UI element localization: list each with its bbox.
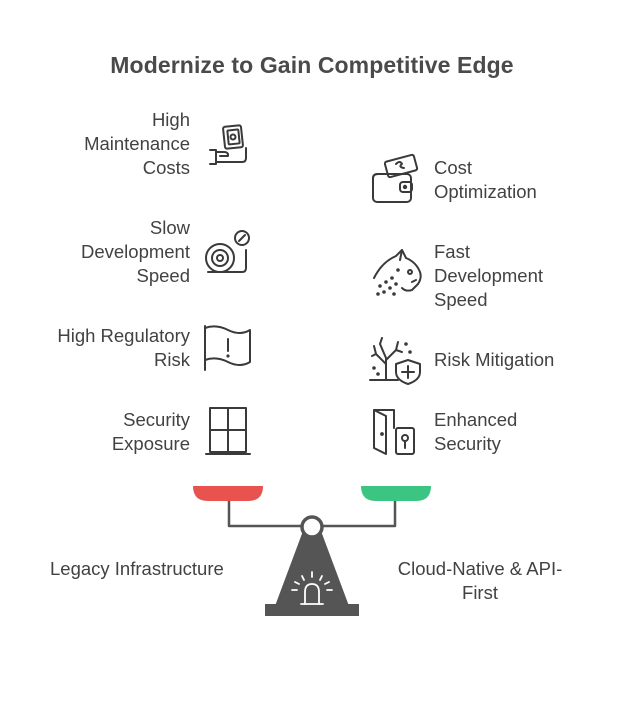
right-item-label-4: Enhanced Security <box>434 409 518 454</box>
right-pan <box>361 486 431 501</box>
pivot-circle <box>300 515 324 539</box>
right-item-label-1: Cost Optimization <box>434 157 537 202</box>
tree-shield-icon <box>368 334 422 386</box>
cloud-native-label: Cloud-Native & API- First <box>397 558 563 603</box>
snail-icon <box>202 226 254 278</box>
page-title: Modernize to Gain Competitive Edge <box>110 52 514 78</box>
hand-holding-money-icon <box>204 120 252 168</box>
right-item-label-2: Fast Development Speed <box>434 241 544 310</box>
legacy-infrastructure-label: Legacy Infrastructure <box>50 558 224 579</box>
alarm-light-icon <box>291 571 333 605</box>
left-item-label-1: High Maintenance Costs <box>84 109 190 178</box>
window-icon <box>205 406 251 456</box>
door-lock-icon <box>370 406 422 456</box>
left-item-label-2: Slow Development Speed <box>80 217 190 286</box>
right-item-label-3: Risk Mitigation <box>434 349 555 370</box>
wallet-icon <box>370 153 422 206</box>
left-item-label-4: Security Exposure <box>111 409 190 454</box>
warning-flag-icon <box>202 324 254 372</box>
left-item-label-3: High Regulatory Risk <box>57 325 190 370</box>
fulcrum <box>275 531 349 606</box>
left-pan <box>193 486 263 501</box>
cheetah-icon <box>372 248 424 302</box>
